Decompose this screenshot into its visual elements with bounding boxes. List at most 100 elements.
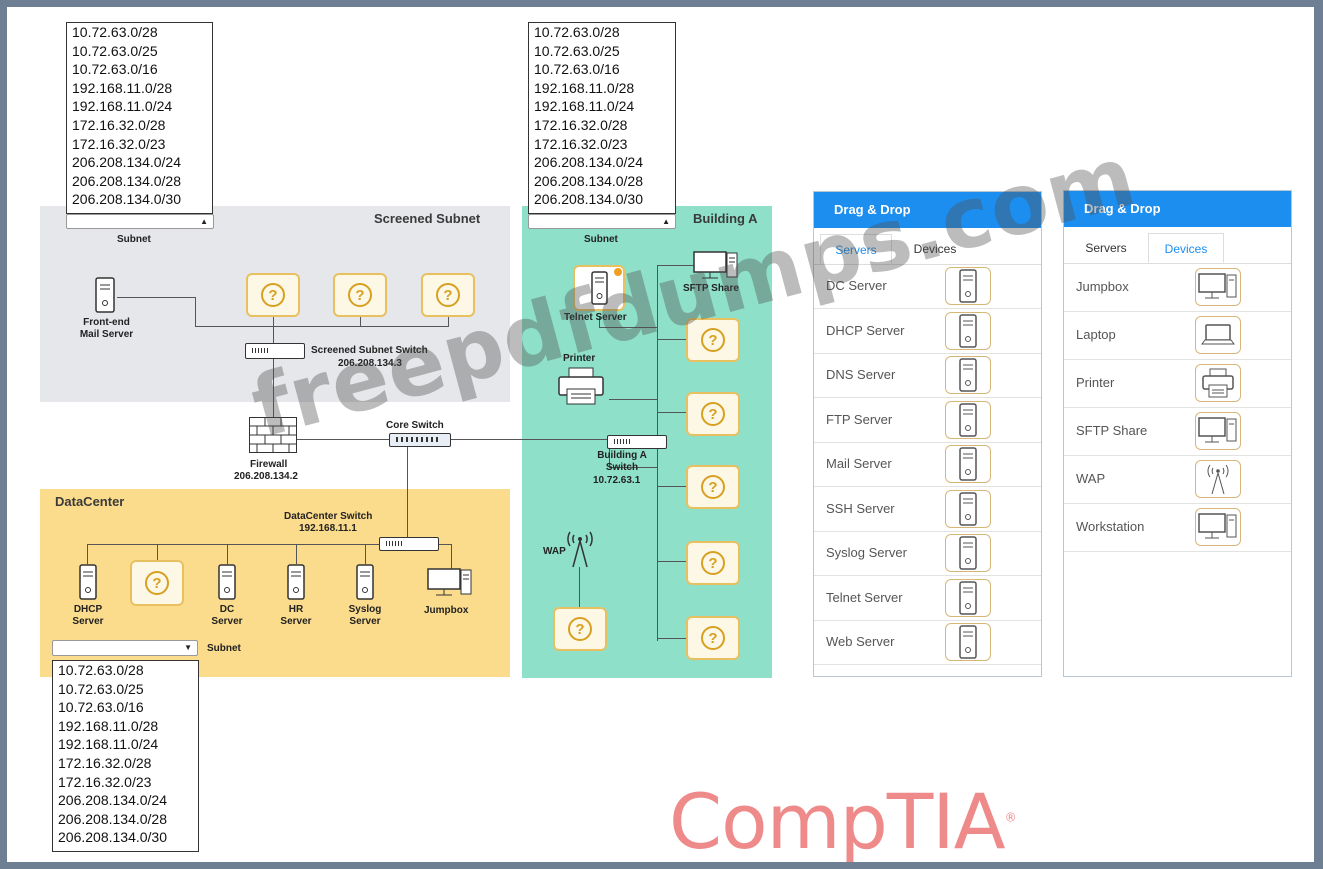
subnet-option[interactable]: 192.168.11.0/24 [58, 736, 159, 753]
subnet-option[interactable]: 10.72.63.0/28 [72, 24, 158, 40]
connector [273, 317, 274, 327]
subnet-option[interactable]: 206.208.134.0/30 [58, 829, 167, 846]
jumpbox-icon[interactable] [1195, 268, 1241, 306]
subnet-option[interactable]: 206.208.134.0/24 [58, 792, 167, 809]
subnet-option[interactable]: 172.16.32.0/28 [58, 754, 152, 771]
building-drop-slot-1[interactable]: ? [686, 318, 740, 362]
jumpbox-icon [427, 568, 473, 598]
server-icon[interactable] [945, 356, 991, 394]
server-icon[interactable] [945, 311, 991, 350]
device-list-item[interactable]: SFTP Share [1064, 407, 1291, 456]
building-drop-slot-3[interactable]: ? [686, 465, 740, 509]
subnet-option[interactable]: 172.16.32.0/23 [72, 135, 166, 152]
datacenter-drop-slot[interactable]: ? [130, 560, 184, 606]
server-list-item[interactable]: Syslog Server [814, 531, 1041, 576]
subnet-option[interactable]: 172.16.32.0/23 [534, 135, 628, 152]
tab-devices[interactable]: Devices [913, 242, 957, 256]
building-switch-ip: 10.72.63.1 [593, 475, 641, 486]
screened-drop-slot-1[interactable]: ? [246, 273, 300, 317]
server-list-item[interactable]: Web Server [814, 620, 1041, 665]
subnet-option[interactable]: 192.168.11.0/28 [58, 717, 159, 734]
server-list-item[interactable]: DC Server [814, 264, 1041, 309]
building-subnet-select[interactable]: ▲ [528, 214, 676, 229]
screened-subnet-select[interactable]: ▲ [66, 214, 214, 229]
mail-server-label: Front-end Mail Server [79, 317, 134, 340]
connector [449, 439, 609, 440]
subnet-option[interactable]: 10.72.63.0/16 [534, 61, 620, 78]
chevron-up-icon: ▲ [200, 217, 208, 226]
server-icon[interactable] [945, 400, 991, 439]
subnet-option[interactable]: 192.168.11.0/24 [534, 98, 635, 115]
server-list-item[interactable]: DNS Server [814, 353, 1041, 398]
screened-drop-slot-2[interactable]: ? [333, 273, 387, 317]
server-icon[interactable] [945, 578, 991, 617]
server-list-item[interactable]: Mail Server [814, 442, 1041, 487]
dhcp-server-label: DHCP Server [72, 604, 104, 627]
server-list-item[interactable]: DHCP Server [814, 309, 1041, 354]
subnet-option[interactable]: 10.72.63.0/25 [534, 42, 620, 59]
subnet-option[interactable]: 10.72.63.0/16 [58, 699, 144, 716]
device-list-item[interactable]: WAP [1064, 455, 1291, 504]
panel-tabs: Servers Devices [814, 228, 1041, 265]
diagram-canvas: Screened Subnet DataCenter Building A Fr… [7, 7, 1314, 862]
subnet-option[interactable]: 10.72.63.0/25 [58, 680, 144, 697]
device-list-item[interactable]: Printer [1064, 359, 1291, 408]
workstation-icon[interactable] [1195, 508, 1241, 546]
subnet-option[interactable]: 206.208.134.0/28 [534, 172, 643, 189]
tab-devices[interactable]: Devices [1148, 233, 1224, 263]
subnet-option[interactable]: 192.168.11.0/28 [72, 79, 173, 96]
datacenter-subnet-select[interactable]: ▼ [52, 640, 198, 656]
question-icon: ? [701, 475, 725, 499]
mail-server-icon [95, 277, 115, 313]
subnet-option[interactable]: 10.72.63.0/28 [58, 662, 144, 678]
connector [657, 638, 687, 639]
connector [609, 467, 657, 468]
building-drop-slot-5[interactable]: ? [686, 616, 740, 660]
building-drop-slot-2[interactable]: ? [686, 392, 740, 436]
server-icon[interactable] [945, 489, 991, 528]
sftp-share-label: SFTP Share [683, 283, 739, 294]
subnet-option[interactable]: 206.208.134.0/24 [72, 154, 181, 171]
subnet-option[interactable]: 172.16.32.0/28 [72, 116, 166, 133]
device-list-item[interactable]: Workstation [1064, 503, 1291, 552]
subnet-option[interactable]: 206.208.134.0/28 [72, 172, 181, 189]
printer-icon [557, 367, 605, 405]
connector [157, 544, 158, 560]
building-a-title: Building A [693, 211, 758, 226]
server-list-item[interactable]: SSH Server [814, 487, 1041, 532]
screened-drop-slot-3[interactable]: ? [421, 273, 475, 317]
server-icon[interactable] [945, 445, 991, 483]
wap-icon[interactable] [1195, 460, 1241, 498]
subnet-option[interactable]: 192.168.11.0/24 [72, 98, 173, 115]
server-icon[interactable] [945, 623, 991, 661]
tab-servers[interactable]: Servers [1085, 241, 1127, 255]
server-list-item[interactable]: Telnet Server [814, 576, 1041, 621]
subnet-option[interactable]: 206.208.134.0/28 [58, 810, 167, 827]
building-drop-slot-wap[interactable]: ? [553, 607, 607, 651]
server-list-item[interactable]: FTP Server [814, 398, 1041, 443]
printer-icon[interactable] [1195, 364, 1241, 402]
subnet-option[interactable]: 206.208.134.0/24 [534, 154, 643, 171]
subnet-option[interactable]: 206.208.134.0/30 [534, 191, 643, 208]
subnet-option[interactable]: 172.16.32.0/23 [58, 773, 152, 790]
building-switch-label: Building A Switch [597, 450, 647, 473]
server-icon[interactable] [945, 267, 991, 305]
connector [273, 357, 274, 417]
subnet-option[interactable]: 172.16.32.0/28 [534, 116, 628, 133]
subnet-option[interactable]: 192.168.11.0/28 [534, 79, 635, 96]
device-list-item[interactable]: Jumpbox [1064, 263, 1291, 312]
laptop-icon[interactable] [1195, 316, 1241, 354]
server-icon[interactable] [945, 534, 991, 572]
tab-servers[interactable]: Servers [820, 234, 892, 264]
subnet-option[interactable]: 10.72.63.0/25 [72, 42, 158, 59]
subnet-option[interactable]: 206.208.134.0/30 [72, 191, 181, 208]
device-list-item[interactable]: Laptop [1064, 311, 1291, 360]
core-switch-label: Core Switch [386, 420, 444, 431]
subnet-option[interactable]: 10.72.63.0/16 [72, 61, 158, 78]
subnet-option[interactable]: 10.72.63.0/28 [534, 24, 620, 40]
building-drop-slot-4[interactable]: ? [686, 541, 740, 585]
sftp-share-icon[interactable] [1195, 412, 1241, 450]
